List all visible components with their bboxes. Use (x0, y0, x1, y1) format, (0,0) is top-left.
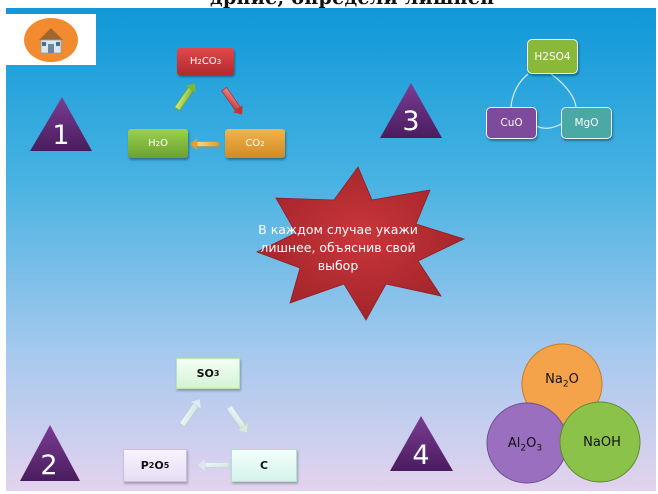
group-number-2: 2 (40, 450, 58, 481)
group-number-4: 4 (412, 440, 430, 471)
header-title: дрние, определи лишнеп (210, 0, 650, 8)
arrow-h2o-to-h2co3 (174, 83, 196, 111)
na2o-label: Na2O (545, 372, 579, 390)
triangle-2 (20, 425, 80, 481)
naoh-label: NaOH (583, 435, 621, 450)
group3-connector (510, 73, 529, 109)
mgo-box: MgO (561, 107, 612, 139)
slide-graphics (20, 73, 641, 484)
al2o3-label: Al2O3 (507, 436, 543, 454)
triangle-3 (380, 83, 442, 138)
arrow-so3-to-c (226, 405, 248, 433)
center-star (255, 166, 466, 321)
center-instruction: В каждом случае укажи лишнее, объяснив с… (258, 222, 418, 273)
triangle-1 (30, 97, 92, 151)
c-box: C (231, 449, 297, 482)
arrow-p2o5-to-so3 (179, 399, 201, 427)
header-strip: дрние, определи лишнеп (0, 0, 658, 8)
group-number-3: 3 (402, 106, 420, 137)
home-icon (24, 18, 78, 62)
arrow-c-to-p2o5 (198, 459, 230, 471)
cuo-box: CuO (486, 107, 537, 139)
home-button[interactable] (6, 14, 96, 65)
h2so4-box: H2SO4 (527, 39, 578, 74)
group-number-1: 1 (52, 120, 70, 151)
triangle-4 (390, 416, 453, 471)
arrow-co2-to-h2o (190, 138, 220, 150)
circle-naoh (559, 401, 641, 483)
arrow-h2co3-to-co2 (221, 87, 243, 115)
